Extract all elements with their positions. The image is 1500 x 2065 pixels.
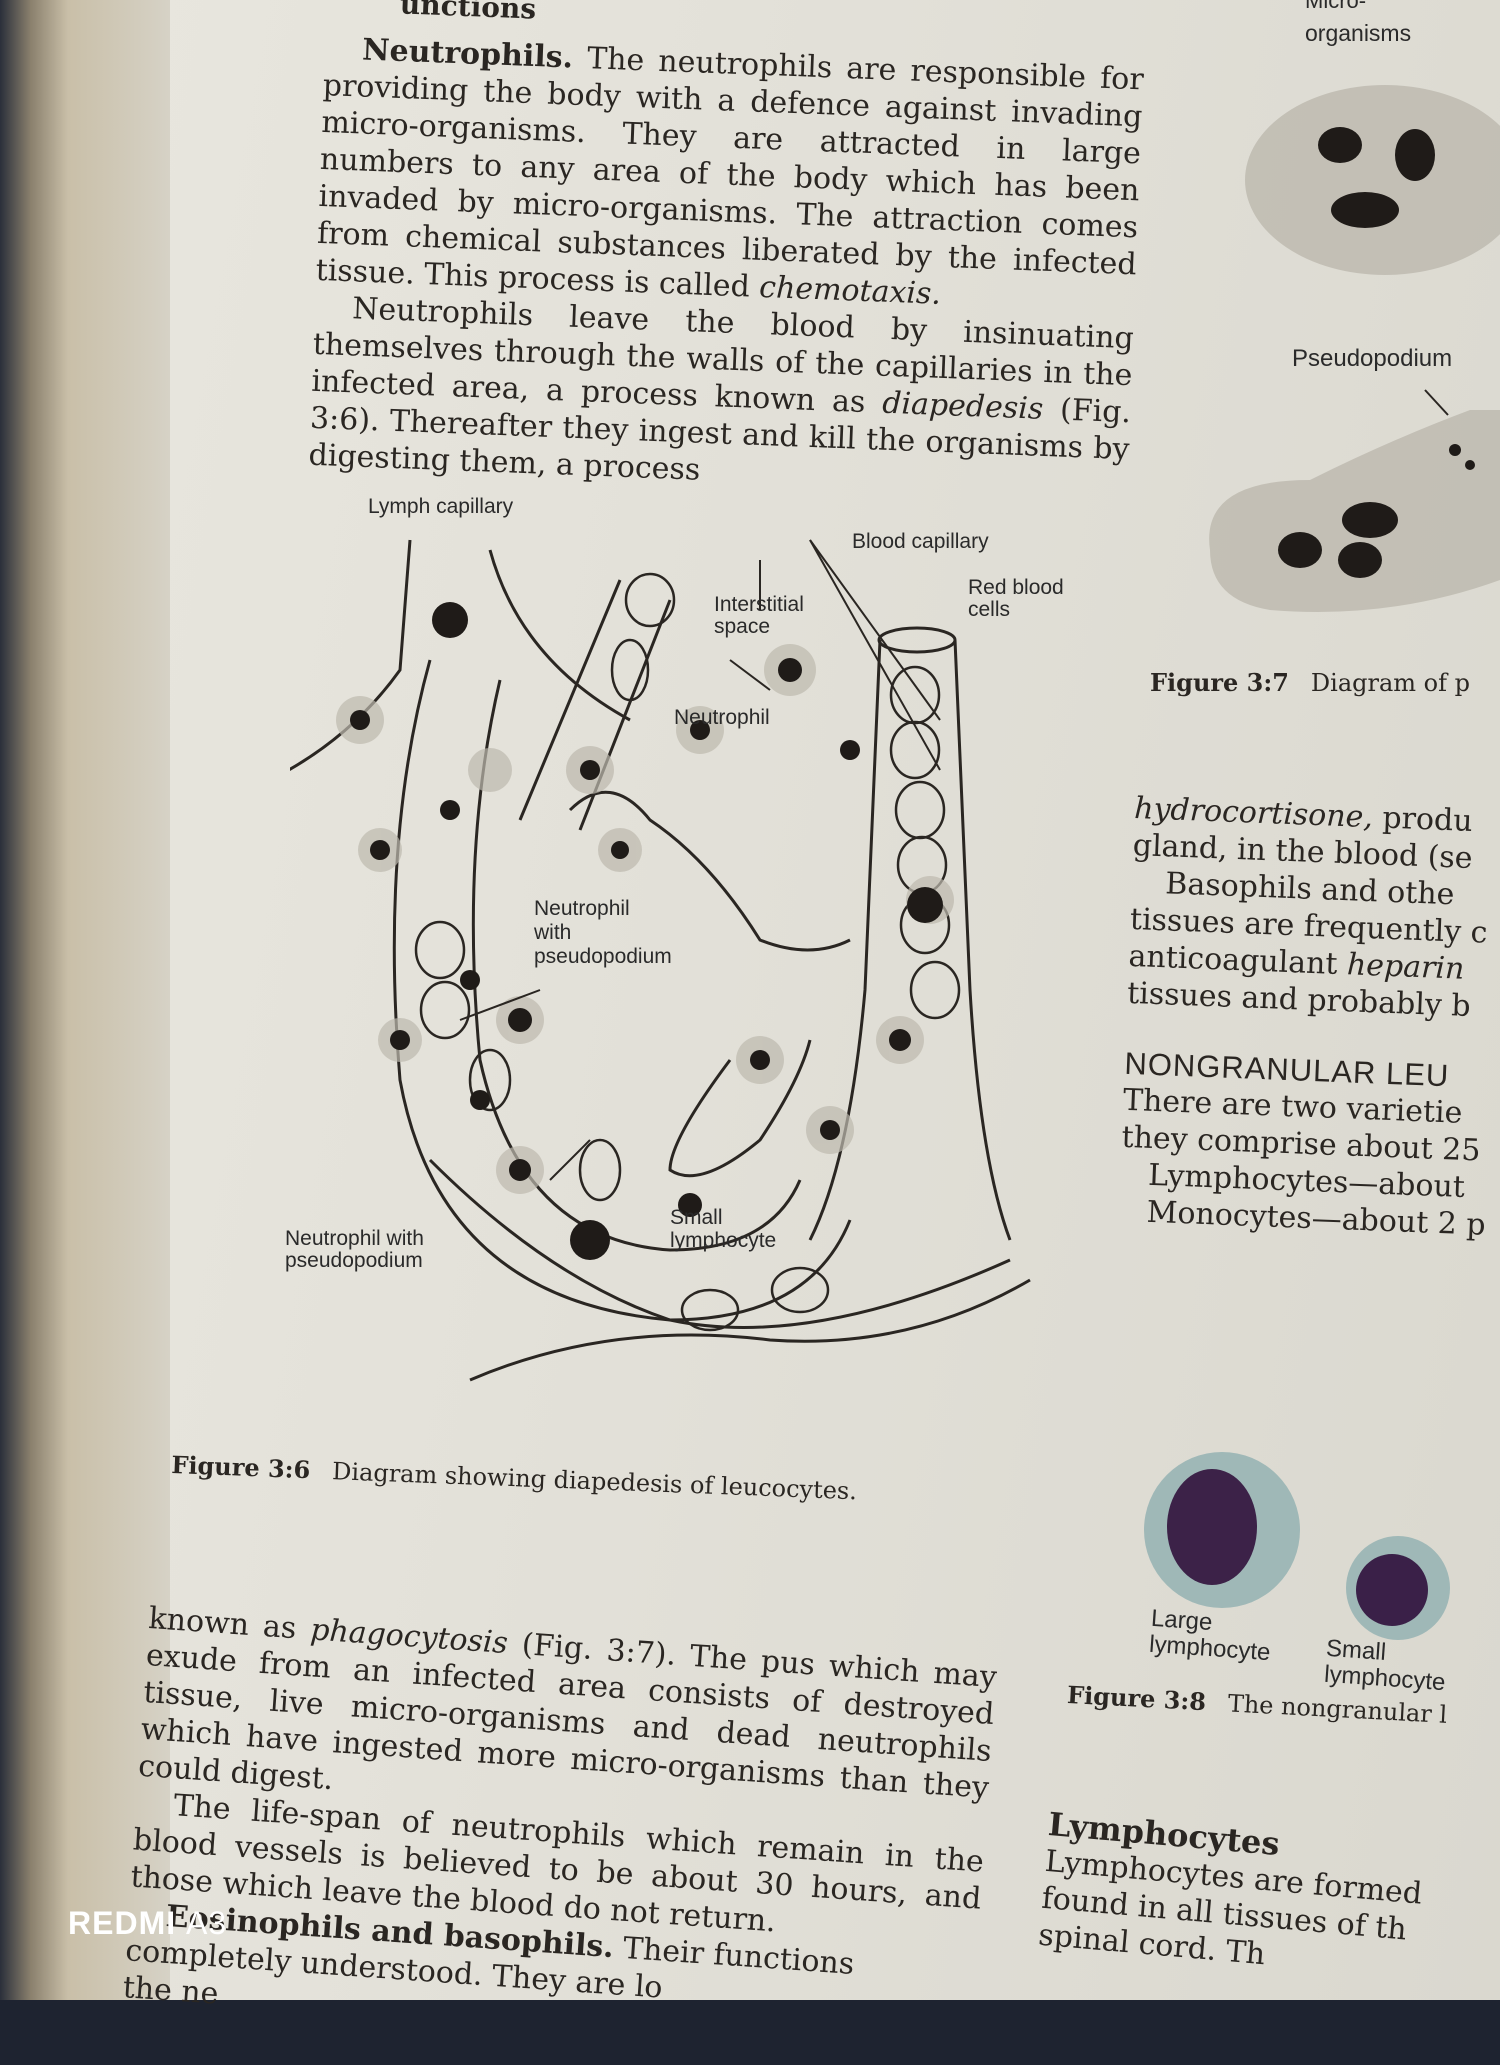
lower-vessel-2 [469,1278,1031,1382]
leucocyte-cells [336,602,954,1260]
caption-label: Figure 3:6 [170,1450,311,1485]
label-lymph-capillary: Lymph capillary [368,495,514,518]
pseudopod-loop [668,1039,812,1178]
lymph-capillary [290,539,412,771]
label-blood-capillary: Blood capillary [852,530,989,553]
small-lymphocyte-nucleus [1356,1554,1428,1626]
right-column-text: hydrocortisone, produ gland, in the bloo… [1118,790,1500,1246]
interstitial-loop [568,790,851,952]
figure-3-8-cells [1144,1452,1450,1640]
u-vessel-outer [392,659,852,1322]
red-blood-cells [414,572,961,1332]
label-large-lymphocyte: Large lymphocyte [1148,1604,1272,1667]
lymph-branch [488,549,631,722]
para1-text: The neutrophils are responsible for prov… [315,40,1145,305]
label-neutrophil-pseudopodium: Neutrophil with pseudopodium [534,897,672,968]
neutrophils-paragraph: Neutrophils. The neutrophils are respons… [315,30,1144,320]
right-line-1-text: produ [1372,800,1474,839]
intro-text: Neutrophils. The neutrophils are respons… [308,30,1144,505]
book-page [0,0,1500,2000]
label-neutrophil-with-pseudopodium: Neutrophil with pseudopodium [285,1227,424,1272]
figure-3-7-caption: Figure 3:7 Diagram of p [1150,668,1470,697]
bottom-a1b: (Fig. 3:7). The pus which may exude from… [137,1626,998,1806]
figure-3-7-diagram [1209,85,1500,612]
lower-vessel [428,1158,1011,1329]
label-organisms: organisms [1305,20,1412,46]
diapedesis-paragraph: Neutrophils leave the blood by insinuati… [308,289,1134,505]
label-small-lymphocyte: Small lymphocyte [670,1206,777,1252]
heparin-term: heparin [1346,947,1465,987]
diapedesis-term: diapedesis [881,385,1044,427]
right-header-fragment: Micro- [1305,0,1367,13]
blood-capillary-wall-right [953,639,1012,1241]
watermark-brand: REDMI [68,1905,177,1941]
camera-watermark: REDMI A3 [68,1905,227,1942]
label-interstitial-space: Interstitial space [714,593,804,638]
caption-label: Figure 3:7 [1150,668,1289,697]
bottom-text: known as phagocytosis (Fig. 3:7). The pu… [122,1600,998,2065]
watermark-model: A3 [186,1905,228,1941]
leader-lines [459,539,941,1181]
label-red-blood-cells: Red blood cells [968,576,1064,621]
figure-3-6-diagram [290,539,1031,1382]
blood-capillary-opening [877,626,957,654]
label-pseudopodium: Pseudopodium [1292,345,1453,372]
label-small-lymphocyte-38: Small lymphocyte [1323,1634,1447,1697]
lead-bold: Neutrophils. [361,32,574,76]
lymph-capillary-left [518,579,622,821]
large-lymphocyte-nucleus [1167,1469,1257,1585]
label-neutrophil: Neutrophil [674,706,770,729]
book-spine-edge [0,0,170,2000]
chemotaxis-term: chemotaxis. [758,269,942,312]
caption-text: Diagram of p [1310,669,1471,697]
